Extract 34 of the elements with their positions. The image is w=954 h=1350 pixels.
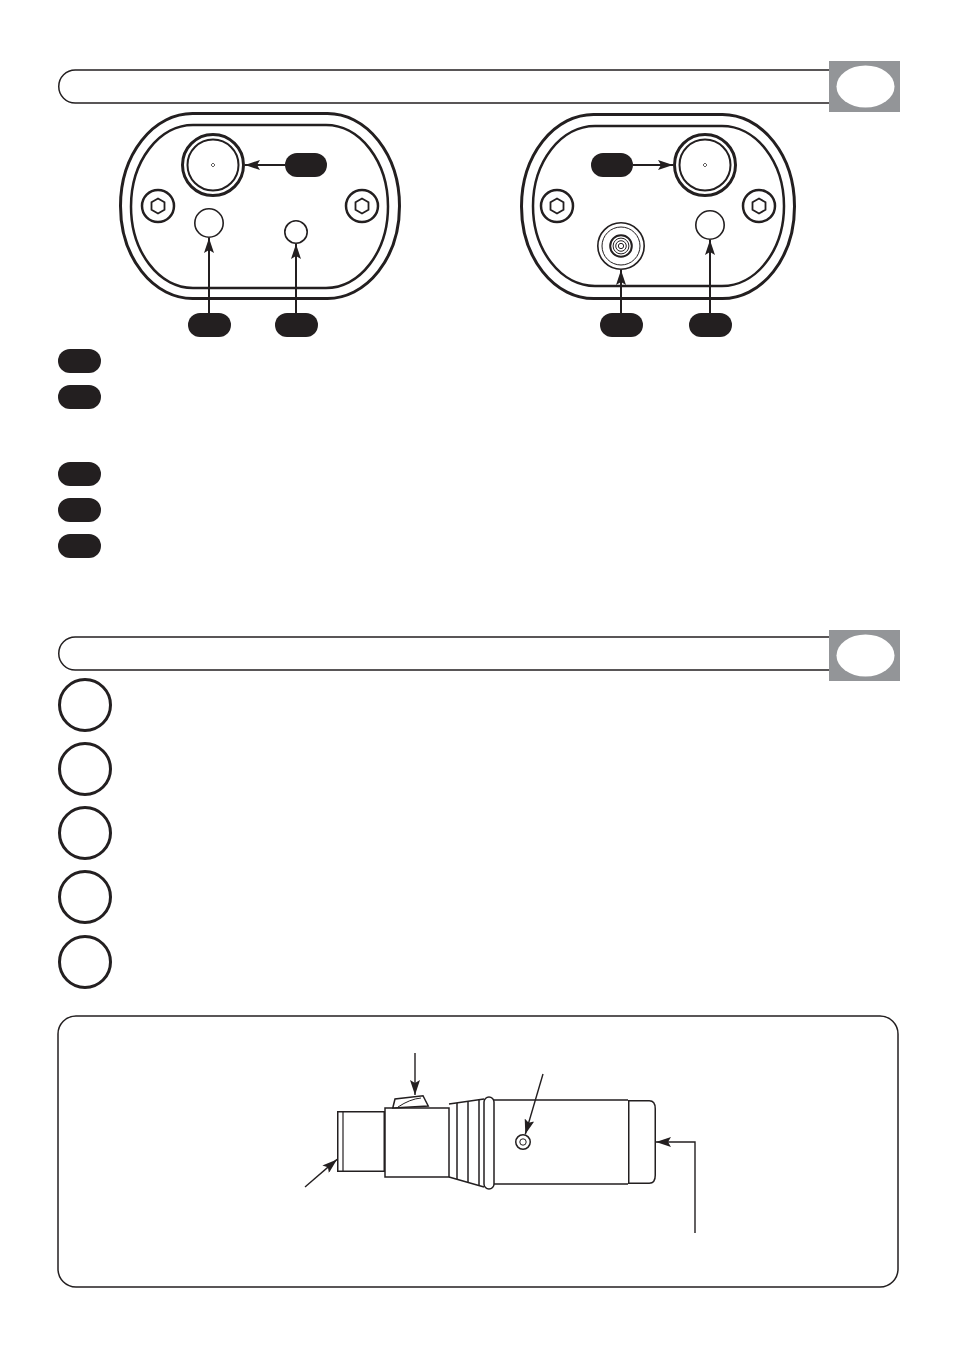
step-circle [58, 935, 112, 989]
step-circle [58, 870, 112, 924]
callout-marker [187, 313, 231, 337]
arrow [632, 160, 674, 170]
arrow [655, 1137, 696, 1234]
arrow [244, 160, 286, 170]
round-hole [284, 220, 308, 244]
callout-marker [58, 534, 101, 558]
callout-marker [58, 498, 101, 522]
step-circle [58, 678, 112, 732]
callout-marker [688, 313, 732, 337]
arrow [410, 1052, 420, 1096]
step-circle [58, 742, 112, 796]
latch [392, 1095, 429, 1108]
callout-marker [58, 385, 101, 409]
connector-front-end [337, 1111, 385, 1172]
jack-socket [597, 222, 645, 270]
screw [515, 1134, 531, 1150]
callout-marker [58, 349, 101, 373]
callout-marker [274, 313, 318, 337]
arrow [524, 1073, 544, 1135]
step-circle [58, 806, 112, 860]
arrow [291, 243, 301, 314]
connector-socket [673, 133, 737, 197]
callout-marker [599, 313, 643, 337]
round-hole [695, 210, 725, 240]
callout-marker [58, 462, 101, 486]
arrow [616, 269, 626, 314]
arrow [705, 239, 715, 314]
connector-socket [181, 133, 245, 197]
arrow [304, 1158, 338, 1188]
arrow [204, 237, 214, 314]
tail-cap [628, 1100, 656, 1184]
round-hole [194, 208, 224, 238]
